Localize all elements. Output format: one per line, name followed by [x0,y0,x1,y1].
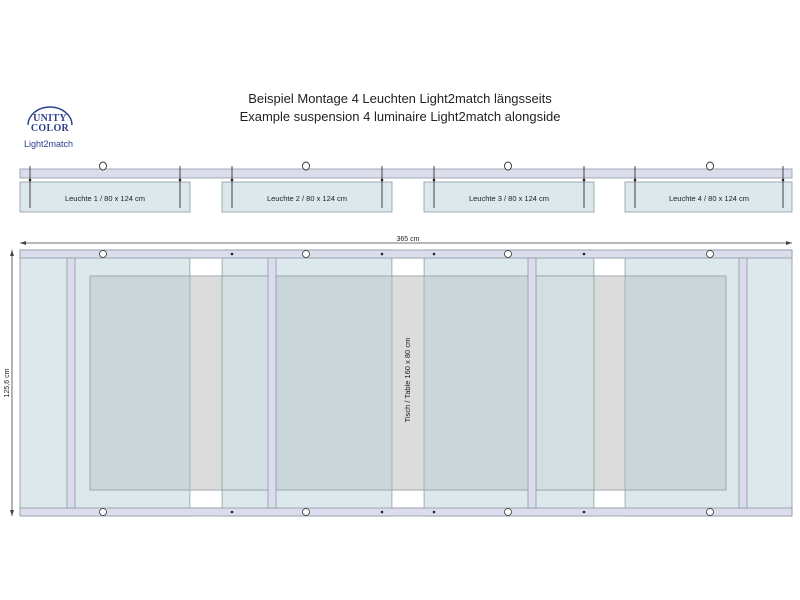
height-label: 125,6 cm [4,368,11,397]
ceiling-hook-3 [504,161,512,171]
vertical-rail [738,257,748,509]
table: Tisch / Table 160 x 80 cm [89,275,727,491]
logo-color-text: COLOR [30,123,70,134]
luminaire-3-label: Leuchte 3 / 80 x 124 cm [469,194,549,203]
top-rail [19,249,793,259]
ceiling-hook-2 [302,161,310,171]
vertical-rail [267,257,277,509]
ceiling-hook-1 [99,161,107,171]
ceiling-hook-4 [706,161,714,171]
height-dimension: 125,6 cm [4,250,14,516]
title-german: Beispiel Montage 4 Leuchten Light2match … [248,91,552,106]
bottom-rail [19,507,793,517]
luminaire-1-label: Leuchte 1 / 80 x 124 cm [65,194,145,203]
ceiling-rail [19,168,793,179]
luminaire-2-side [221,181,393,213]
logo-unity-text: UNITY [33,113,67,124]
vertical-rail [527,257,537,509]
title-english: Example suspension 4 luminaire Light2mat… [239,109,561,124]
vertical-rail [66,257,76,509]
logo-brand-text: Light2match [24,139,74,149]
unity-color-logo: UNITY COLOR Light2match [22,103,82,151]
width-dimension: 365 cm [20,236,792,245]
width-label: 365 cm [397,236,420,243]
side-view: Leuchte 1 / 80 x 124 cm Leuchte 2 / 80 x… [19,161,793,213]
luminaire-1-side [19,181,191,213]
luminaire-4-side [624,181,793,213]
luminaire-2-label: Leuchte 2 / 80 x 124 cm [267,194,347,203]
table-label: Tisch / Table 160 x 80 cm [403,338,412,423]
luminaire-4-label: Leuchte 4 / 80 x 124 cm [669,194,749,203]
plan-view: Tisch / Table 160 x 80 cm [19,249,793,517]
luminaire-3-side [423,181,595,213]
